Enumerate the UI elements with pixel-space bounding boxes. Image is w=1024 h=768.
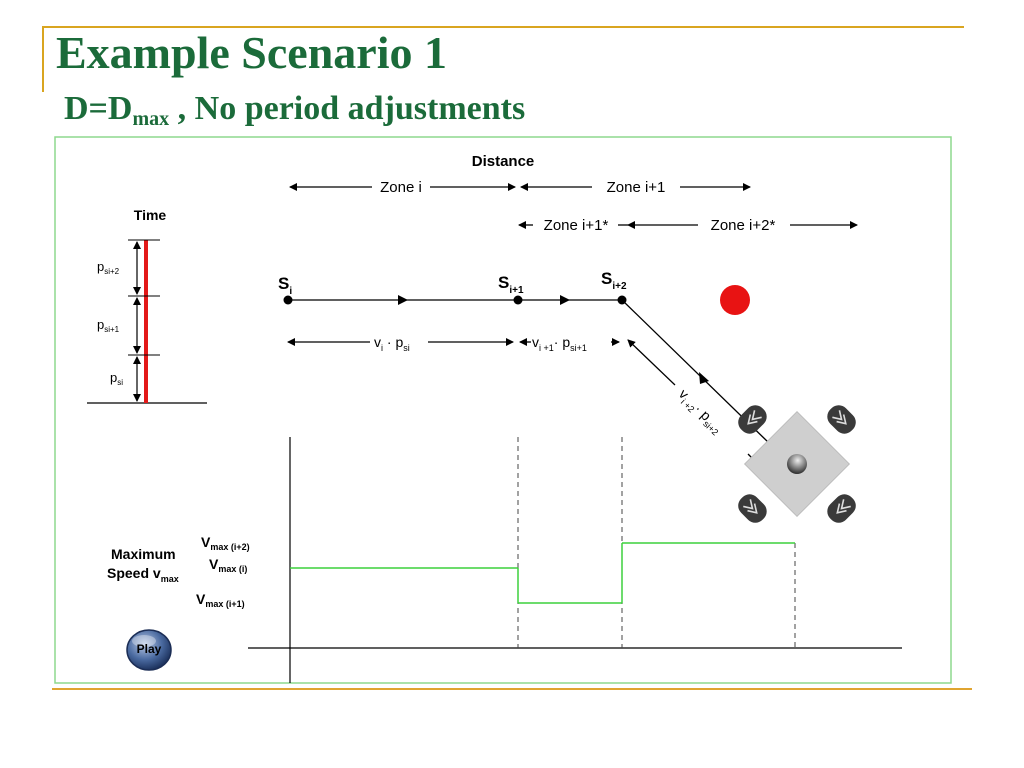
subtitle-rest: , No period adjustments [169,90,526,127]
zone-boundaries [517,437,796,648]
speed-level-i2: Vmax (i+2) [201,534,250,552]
segment-i-arrow: vi · psi [287,334,514,353]
segment-i1-arrow: vi +1· psi+1 [519,334,620,353]
robot-hub [787,454,807,474]
station-si2-dot [617,295,627,305]
zone-i1-star-label: Zone i+1* [544,217,609,234]
time-label: Time [134,207,167,223]
robot [738,405,856,523]
speed-level-i1: Vmax (i+1) [196,591,245,609]
robot-wheel-top [827,405,856,434]
time-ticks [128,239,160,356]
segment-i2-arrow: vi +2· psi+2 [627,339,761,467]
zone-i1-star-arrow: Zone i+1* [518,217,628,234]
zone-i2-star-label: Zone i+2* [711,217,776,234]
slide-title: Example Scenario 1 [56,27,447,78]
subtitle-sub: max [132,108,170,130]
diagram-frame [54,136,952,684]
subtitle-main: D=D [64,90,133,127]
segment-i1-label: vi +1· psi+1 [532,334,587,353]
speed-level-i: Vmax (i) [209,556,247,574]
robot-wheel-bottom [738,494,767,523]
robot-wheel-right [827,494,856,523]
zone-i2-star-arrow: Zone i+2* [627,217,858,234]
period-si2-label: psi+2 [97,259,120,276]
zone-i1-label: Zone i+1 [607,179,666,196]
station-si2-label: Si+2 [601,269,627,292]
zone-i-label: Zone i [380,179,422,196]
period-si1-label: psi+1 [97,317,120,334]
title-rule-vertical [42,26,44,92]
speed-axis-line2: Speed vmax [107,565,179,584]
robot-wheel-left [738,405,767,434]
play-label: Play [137,642,162,656]
station-si-label: Si [278,274,292,297]
robot-path [283,295,771,445]
zone-i1-arrow: Zone i+1 [520,179,751,196]
speed-profile [290,542,795,604]
speed-axis-line1: Maximum [111,546,176,562]
station-si1-dot [513,295,523,305]
segment-i-label: vi · psi [374,334,410,353]
title-rule-horizontal [42,26,964,28]
slide-subtitle: D=Dmax , No period adjustments [64,90,525,131]
distance-label: Distance [472,153,535,170]
period-si-label: psi [110,370,123,387]
bottom-rule [52,688,972,690]
station-si1-label: Si+1 [498,273,524,296]
zone-i-arrow: Zone i [289,179,516,196]
station-si-dot [283,295,293,305]
target-dot [720,285,750,315]
play-button[interactable]: Play [126,629,172,671]
